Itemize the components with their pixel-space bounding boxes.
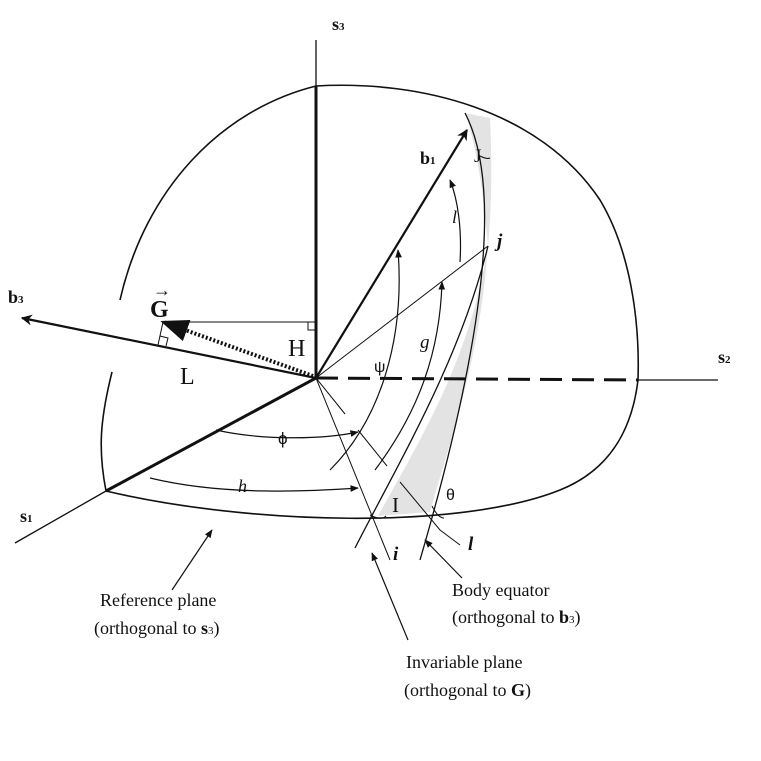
- line-to-j: [315, 245, 489, 379]
- s1-axis-ext: [14, 490, 107, 544]
- label-L: L: [180, 364, 195, 390]
- node-line-i: [315, 377, 391, 561]
- label-H: H: [288, 336, 305, 362]
- body-equator-curve: [419, 112, 486, 561]
- meridian-s1-lower: [100, 371, 113, 492]
- caption-invariable-plane-line1: Invariable plane: [406, 652, 522, 672]
- label-g: g: [420, 332, 430, 353]
- invariable-plane-curve: [354, 245, 489, 549]
- caption-body-equator-line1: Body equator: [452, 580, 549, 600]
- label-s1: s1: [20, 506, 33, 526]
- label-s3: s3: [332, 14, 345, 34]
- arc-psi: [329, 249, 402, 471]
- label-g-vector: G: [150, 297, 169, 323]
- arc-l: [449, 179, 462, 263]
- reference-plane-equator: [105, 379, 639, 520]
- shaded-band-upper: [465, 113, 492, 246]
- label-phi: ϕ: [278, 429, 288, 448]
- s1-axis-bold: [105, 376, 317, 493]
- caption-body-equator-line2: (orthogonal to b3): [452, 607, 581, 628]
- pointer-invariable-plane: [371, 552, 409, 641]
- arc-phi: [215, 429, 359, 439]
- arc-g: [374, 281, 446, 471]
- angle-mark-I: [369, 514, 387, 519]
- label-theta: θ: [446, 487, 455, 504]
- pointer-reference-plane: [171, 529, 213, 591]
- label-l-lower: l: [468, 534, 474, 555]
- right-angle-l: [159, 335, 169, 347]
- caption-reference-plane-line2: (orthogonal to s3): [94, 618, 220, 639]
- arc-h: [149, 477, 359, 492]
- label-j: j: [494, 231, 503, 252]
- label-psi: ψ: [374, 359, 385, 376]
- label-J: J: [474, 146, 481, 167]
- right-angle-h: [307, 322, 316, 331]
- label-b3: b3: [8, 287, 24, 307]
- label-g-arrow: →: [153, 280, 171, 300]
- label-I: I: [392, 493, 399, 517]
- label-b1: b1: [420, 148, 436, 168]
- shaded-band-lower: [378, 246, 488, 516]
- angle-mark-theta: [431, 505, 445, 519]
- b1-axis: [315, 129, 468, 379]
- caption-reference-plane-line1: Reference plane: [100, 590, 216, 610]
- b3-axis: [20, 314, 317, 380]
- s2-axis-dashed: [315, 376, 639, 382]
- angle-mark-J: [479, 155, 491, 159]
- caption-invariable-plane-line2: (orthogonal to G): [404, 680, 531, 701]
- label-s2: s2: [718, 347, 731, 367]
- g-projection-l: [157, 321, 164, 346]
- g-vector: [160, 319, 314, 378]
- meridian-s3-s1: [119, 85, 317, 301]
- meridian-s3-s2: [315, 84, 640, 381]
- label-l-upper: l: [452, 207, 457, 227]
- pointer-body-equator: [424, 539, 463, 579]
- label-h: h: [238, 476, 247, 496]
- label-i: i: [393, 544, 399, 565]
